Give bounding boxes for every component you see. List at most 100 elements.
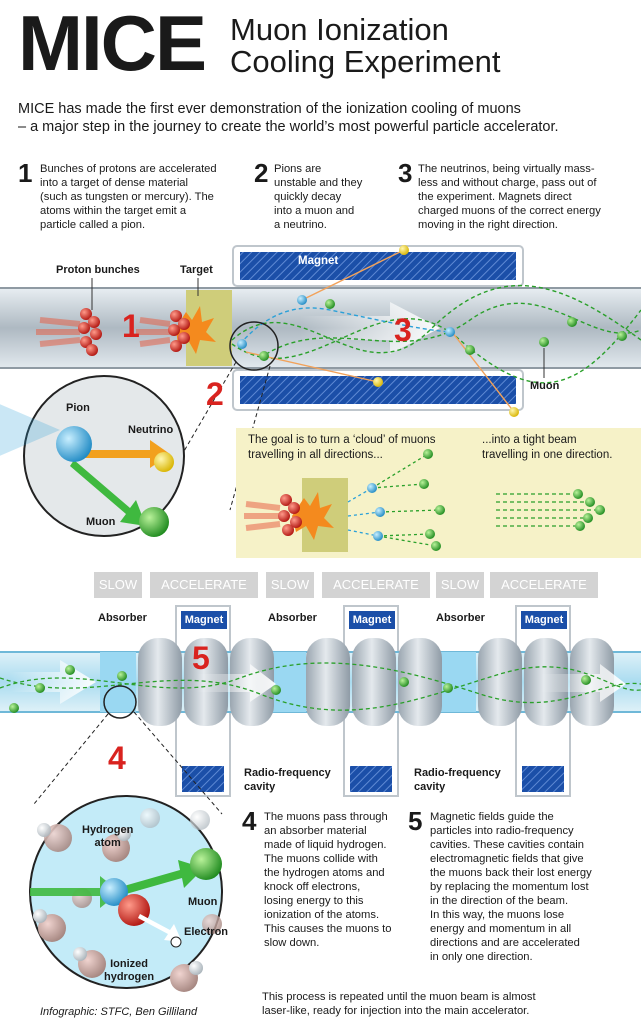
- inset-muon-label-2: Muon: [188, 896, 218, 908]
- footer-line: laser-like, ready for injection into the…: [262, 1005, 530, 1017]
- step-3-line: moving in the right direction.: [418, 219, 558, 231]
- neutrino-particle: [509, 407, 519, 417]
- step-4-text: The muons pass through an absorber mater…: [264, 810, 414, 950]
- step-1-line: into a target of dense material: [40, 177, 189, 189]
- goal-left-line: The goal is to turn a ‘cloud’ of muons: [248, 434, 436, 446]
- target-label: Target: [180, 264, 213, 276]
- step-4-line: The muons pass through: [264, 811, 388, 823]
- ionized-hydrogen-label: Ionized hydrogen: [104, 958, 154, 984]
- rf-cavity-group-2: [306, 638, 442, 726]
- ionized-label-line: Ionized: [110, 958, 148, 970]
- proton-bunch-1: [36, 308, 102, 356]
- magnet-badge-1: Magnet: [180, 610, 228, 630]
- muon-particle: [539, 337, 549, 347]
- neutrino-label: Neutrino: [128, 424, 174, 436]
- proton-bunch-2: [136, 310, 190, 352]
- step-5-line: Magnetic fields guide the: [430, 811, 554, 823]
- hydrogen-label-line: Hydrogen: [82, 824, 134, 836]
- absorber-2: [270, 652, 306, 712]
- step-1-line: particle called a pion.: [40, 219, 146, 231]
- step-4-line: knock off electrons,: [264, 881, 361, 893]
- step-3-line: The neutrinos, being virtually mass-: [418, 163, 595, 175]
- stage-accelerate-1: ACCELERATE: [150, 572, 258, 598]
- stage-accelerate-3: ACCELERATE: [490, 572, 598, 598]
- step-5-line: electromagnetic fields that give: [430, 853, 584, 865]
- step-2-line: unstable and they: [274, 177, 363, 189]
- muon-path: [259, 302, 641, 359]
- page-title: MICE: [18, 0, 207, 87]
- step-2-line: a neutrino.: [274, 219, 327, 231]
- stage-slow-2: SLOW: [266, 572, 314, 598]
- step-4-number: 4: [242, 806, 257, 836]
- rf-label-line: Radio-frequency: [414, 767, 501, 779]
- page-subtitle: Muon Ionization Cooling Experiment: [230, 14, 590, 78]
- impact-flash: [176, 306, 216, 354]
- step-4-line: The muons collide with: [264, 853, 378, 865]
- neutrino-ball: [154, 452, 174, 472]
- step-4-line: ionization of the atoms.: [264, 909, 380, 921]
- muon-arrow: [70, 460, 146, 526]
- footer-text: This process is repeated until the muon …: [262, 990, 632, 1018]
- decay-magnifier-ring: [229, 321, 279, 371]
- neutrino-path: [301, 249, 405, 301]
- proton-bunches-label: Proton bunches: [56, 264, 140, 276]
- pion-label: Pion: [66, 402, 90, 414]
- magnet-badge-3: Magnet: [520, 610, 568, 630]
- ionized-label-line: hydrogen: [104, 971, 155, 983]
- electron-label: Electron: [184, 926, 229, 938]
- pion-particle: [237, 339, 247, 349]
- step-4-line: an absorber material: [264, 825, 367, 837]
- intro-text: MICE has made the first ever demonstrati…: [18, 100, 628, 136]
- step-4-line: made of liquid hydrogen.: [264, 839, 387, 851]
- muon-label: Muon: [530, 380, 560, 392]
- muon-particle: [465, 345, 475, 355]
- step-5-text: Magnetic fields guide the particles into…: [430, 810, 635, 964]
- hydrogen-label-line: atom: [94, 837, 121, 849]
- hydrogen-atom-label: Hydrogen atom: [82, 824, 133, 850]
- neutrino-particle: [399, 245, 409, 255]
- magnet-badge-2: Magnet: [348, 610, 396, 630]
- rf-label-line: cavity: [244, 781, 276, 793]
- step-1-line: atoms within the target emit a: [40, 205, 187, 217]
- step-2-line: quickly decay: [274, 191, 342, 203]
- step-4-line: losing energy to this: [264, 895, 364, 907]
- muon-particle: [259, 351, 269, 361]
- step-5-line: the muons back their lost energy: [430, 867, 592, 879]
- rf-label-line: Radio-frequency: [244, 767, 331, 779]
- step-1-text: Bunches of protons are accelerated into …: [40, 162, 250, 232]
- absorber-3: [440, 652, 476, 712]
- step-1-line: (such as tungsten or mercury). The: [40, 191, 214, 203]
- step-5-line: by replacing the momentum lost: [430, 881, 589, 893]
- red-number-3: 3: [394, 312, 412, 348]
- credit-text: Infographic: STFC, Ben Gilliland: [40, 1006, 198, 1018]
- absorber-1: [100, 652, 136, 712]
- subtitle-line-2: Cooling Experiment: [230, 44, 501, 79]
- inset-muon-label: Muon: [86, 516, 116, 528]
- neutrino-path: [451, 331, 515, 413]
- pion-particle: [445, 327, 455, 337]
- red-number-4: 4: [108, 740, 126, 776]
- lower-diagram: [0, 605, 641, 992]
- step-5-number: 5: [408, 806, 423, 836]
- goal-left-text: The goal is to turn a ‘cloud’ of muons t…: [248, 433, 448, 463]
- rf-cavity-label-2: Radio-frequency cavity: [414, 766, 501, 794]
- step-3-line: less and without charge, pass out of: [418, 177, 597, 189]
- muon-ball: [139, 507, 169, 537]
- goal-right-text: ...into a tight beam travelling in one d…: [482, 433, 641, 463]
- muon-particle: [567, 317, 577, 327]
- step-2-number: 2: [254, 158, 269, 188]
- step-5-line: particles into radio-frequency: [430, 825, 574, 837]
- step-1-line: Bunches of protons are accelerated: [40, 163, 217, 175]
- pion-path: [239, 307, 451, 345]
- step-5-line: in only one direction.: [430, 951, 533, 963]
- pion-ball: [56, 426, 92, 462]
- step-5-line: energy and momentum in all: [430, 923, 572, 935]
- neutrino-particle: [373, 377, 383, 387]
- magnet-top-coil: [240, 252, 516, 280]
- step-3-text: The neutrinos, being virtually mass- les…: [418, 162, 638, 232]
- footer-line: This process is repeated until the muon …: [262, 991, 536, 1003]
- absorber-label-2: Absorber: [268, 612, 317, 624]
- step-2-line: into a muon and: [274, 205, 355, 217]
- magnet-label-top: Magnet: [298, 255, 339, 267]
- step-5-line: in the direction of the beam.: [430, 895, 569, 907]
